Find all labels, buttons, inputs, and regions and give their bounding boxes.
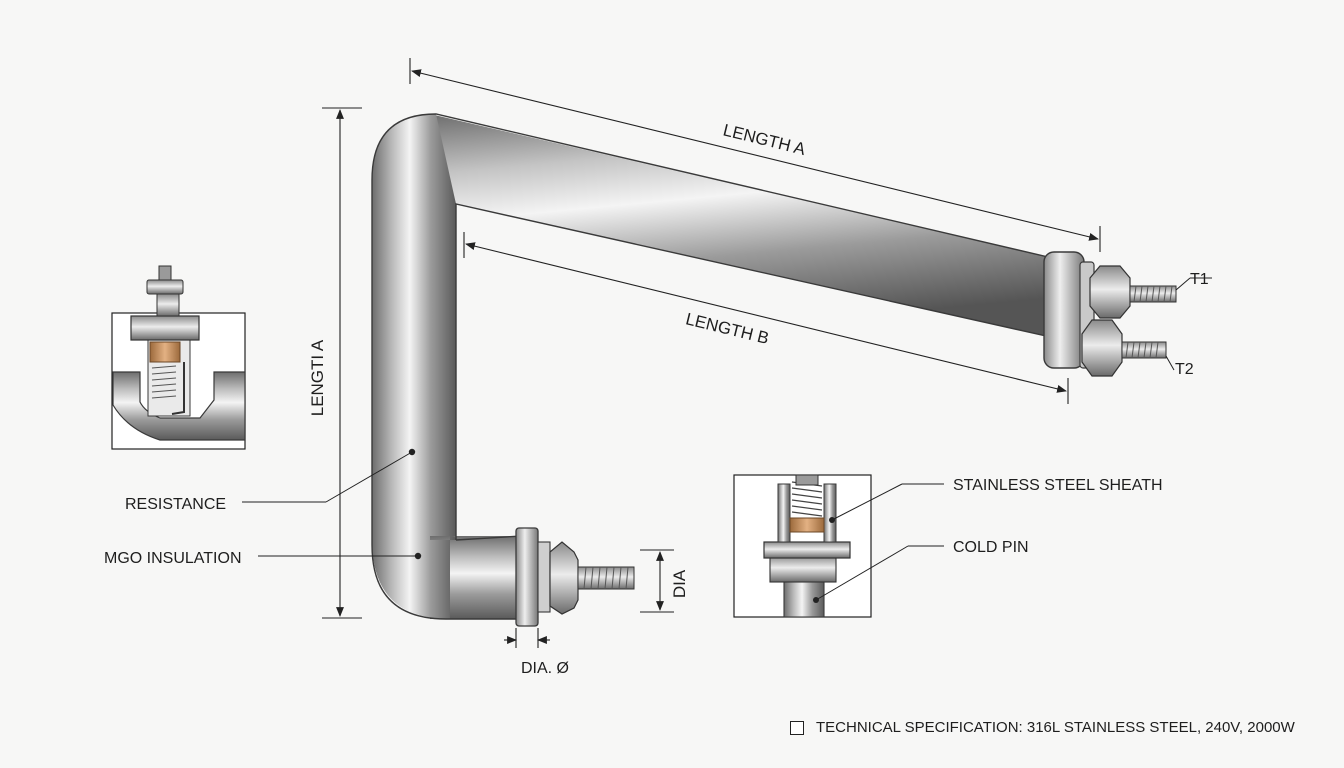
bottom-flange [515,527,539,627]
dia-label: DIA [670,569,689,598]
bottom-nut [549,541,579,615]
length-a-dimension [411,69,1099,241]
length-a-label: LENGTH A [721,120,808,159]
tube-vertical-leg [372,178,456,550]
diameter-label: DIA. Ø [521,660,569,677]
terminal-block-bottom [515,527,635,627]
tube-diagonal-leg [430,114,1078,340]
terminal-block-right [1043,251,1177,377]
t2-nut [1081,319,1123,377]
t2-label: T2 [1175,361,1194,378]
length-b-dimension [465,242,1067,393]
right-flange [1043,251,1085,369]
resistance-label: RESISTANCE [125,496,226,513]
technical-specification: TECHNICAL SPECIFICATION: 316L STAINLESS … [790,719,1295,736]
leader-lines [242,277,1212,603]
cold-pin-label: COLD PIN [953,539,1029,556]
t1-nut [1089,265,1131,319]
tube-bottom-bend [372,536,456,619]
copper-terminal [149,341,181,363]
technical-specification-text: TECHNICAL SPECIFICATION: 316L STAINLESS … [816,719,1295,736]
t1-label: T1 [1190,271,1209,288]
vertical-length-label: LENGTI A [308,339,327,416]
mgo-insulation-label: MGO INSULATION [104,550,242,567]
cutaway-inset-left [111,265,246,450]
stainless-sheath-label: STAINLESS STEEL SHEATH [953,477,1163,494]
spec-checkbox[interactable] [790,720,804,735]
dimension-lines [322,58,1101,648]
cold-pin-inset [733,474,872,618]
